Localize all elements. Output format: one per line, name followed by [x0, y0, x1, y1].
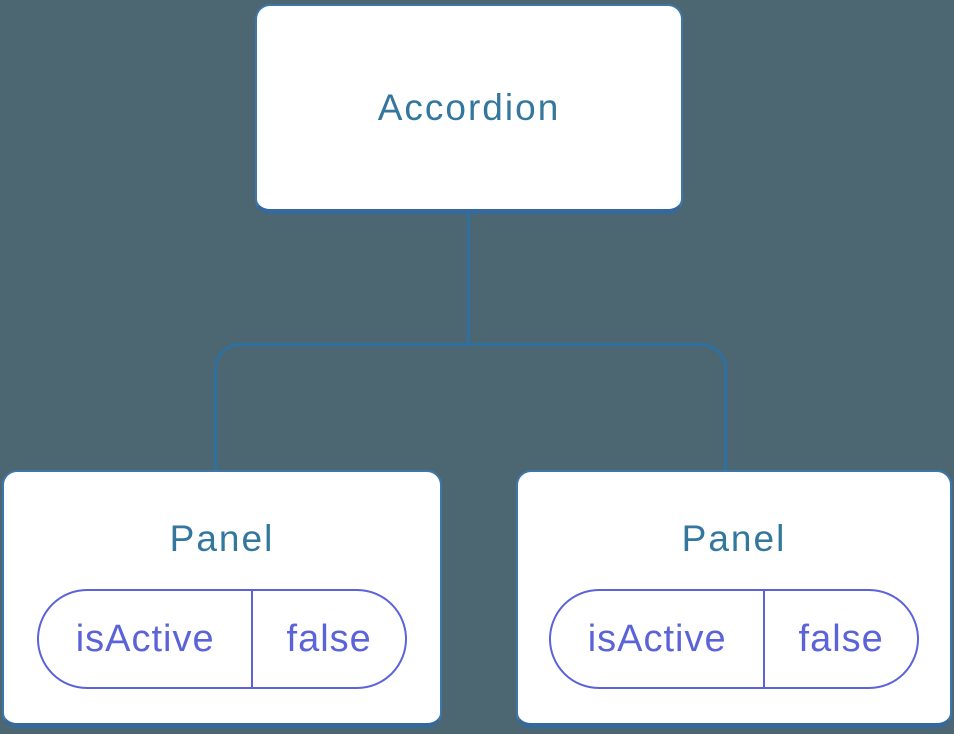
state-pill: isActive false [37, 589, 407, 689]
state-value-cell: false [765, 591, 917, 687]
panel-node-right: Panel isActive false [516, 470, 952, 728]
accordion-node: Accordion [255, 4, 683, 214]
accordion-label: Accordion [377, 86, 561, 128]
panel-node-left: Panel isActive false [2, 470, 442, 728]
connector-branch [214, 343, 727, 473]
state-value-label: false [798, 617, 884, 660]
panel-label: Panel [169, 518, 275, 559]
state-pill: isActive false [549, 589, 919, 689]
state-name-cell: isActive [551, 591, 766, 687]
state-name-label: isActive [587, 617, 727, 660]
state-value-label: false [286, 617, 372, 660]
panel-label: Panel [681, 518, 787, 559]
state-name-label: isActive [75, 617, 215, 660]
connector-stem [467, 210, 470, 346]
state-value-cell: false [253, 591, 405, 687]
state-name-cell: isActive [39, 591, 254, 687]
